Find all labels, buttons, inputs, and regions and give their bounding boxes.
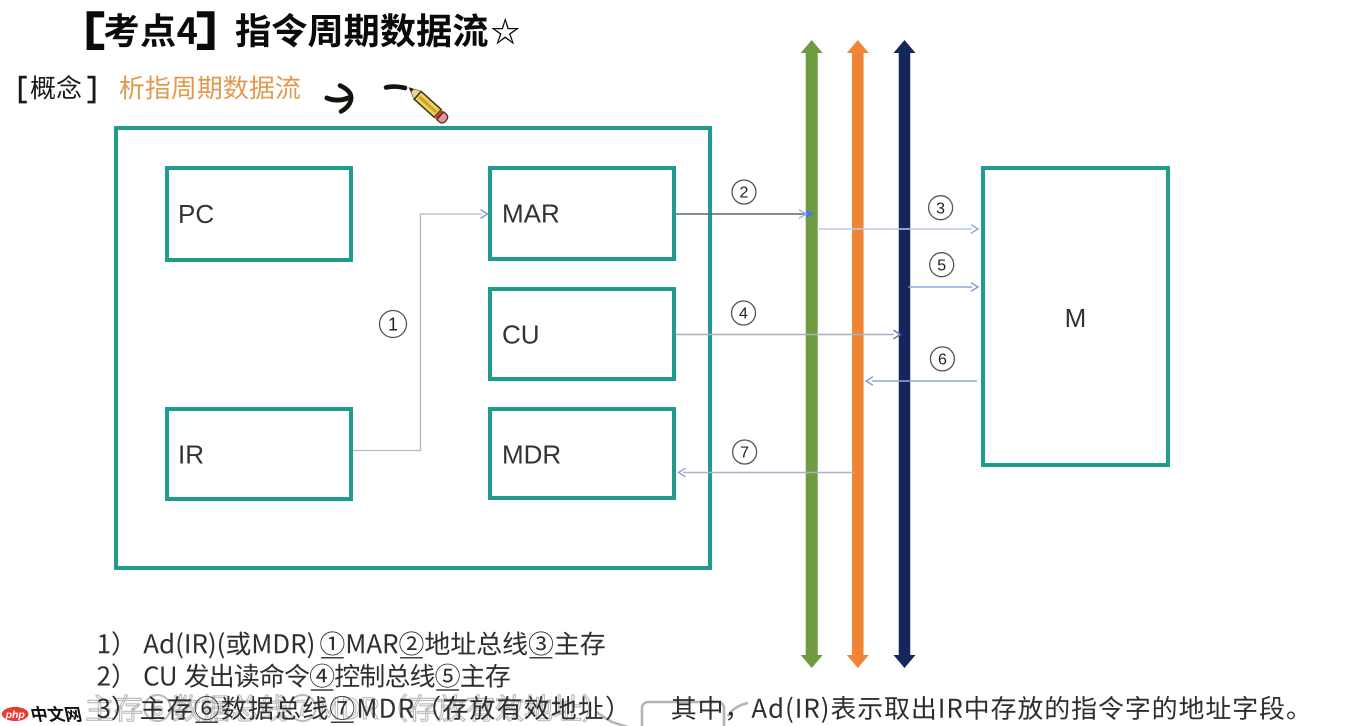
svg-text:php: php	[5, 709, 26, 721]
svg-text:2: 2	[740, 185, 749, 202]
svg-text:PC: PC	[178, 199, 214, 229]
svg-text:MAR: MAR	[502, 199, 560, 229]
svg-text:7: 7	[740, 445, 749, 462]
svg-text:1: 1	[388, 314, 398, 334]
svg-text:6: 6	[938, 352, 947, 369]
svg-text:MDR: MDR	[502, 440, 561, 470]
svg-text:CU: CU	[502, 320, 540, 350]
svg-text:M: M	[1065, 303, 1087, 333]
svg-text:5: 5	[937, 257, 946, 274]
svg-text:4: 4	[739, 306, 748, 323]
svg-text:3: 3	[936, 200, 945, 217]
svg-text:IR: IR	[178, 440, 204, 470]
